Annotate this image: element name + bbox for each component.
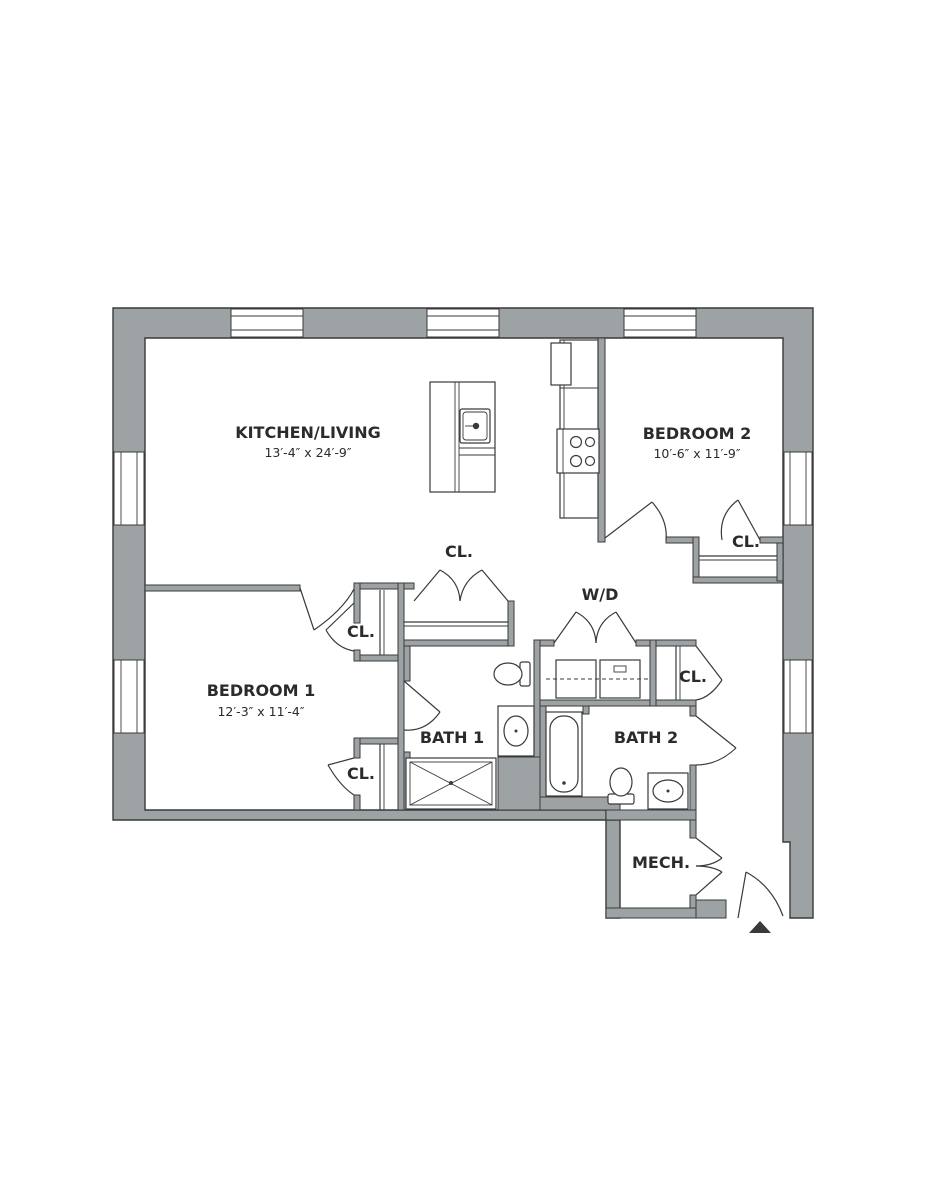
closet-label: CL. <box>347 622 375 641</box>
right-windows <box>783 451 813 734</box>
stove-icon <box>556 428 600 474</box>
washer-dryer <box>546 659 650 699</box>
sink-icon <box>459 408 491 444</box>
closet-label: CL. <box>732 532 760 551</box>
kitchen-living-label: KITCHEN/LIVING <box>235 423 381 442</box>
mech-label: MECH. <box>632 853 690 872</box>
bedroom-1-dims: 12′-3″ x 11′-4″ <box>217 704 304 719</box>
exterior-wall <box>112 307 814 919</box>
kitchen-living-dims: 13′-4″ x 24′-9″ <box>264 445 351 460</box>
bedroom-2-dims: 10′-6″ x 11′-9″ <box>653 446 740 461</box>
closet-shelves <box>379 555 777 810</box>
bathtub-icon <box>545 711 583 797</box>
closet-label: CL. <box>445 542 473 561</box>
bath2-sink <box>647 772 689 810</box>
bath1-sink <box>497 705 535 757</box>
closet-label: CL. <box>347 764 375 783</box>
shower-icon <box>405 757 497 810</box>
bath-1-label: BATH 1 <box>420 728 484 747</box>
entry-arrow-icon <box>749 921 771 933</box>
toilet-icon <box>493 661 531 687</box>
bath-2-label: BATH 2 <box>614 728 678 747</box>
door-swings <box>299 499 784 919</box>
bedroom-1-label: BEDROOM 1 <box>207 681 316 700</box>
bath2-toilet <box>607 767 635 805</box>
left-windows <box>113 451 145 734</box>
closet-label: CL. <box>679 667 707 686</box>
bedroom-2-label: BEDROOM 2 <box>643 424 752 443</box>
wd-label: W/D <box>582 585 619 604</box>
top-windows <box>230 308 697 338</box>
